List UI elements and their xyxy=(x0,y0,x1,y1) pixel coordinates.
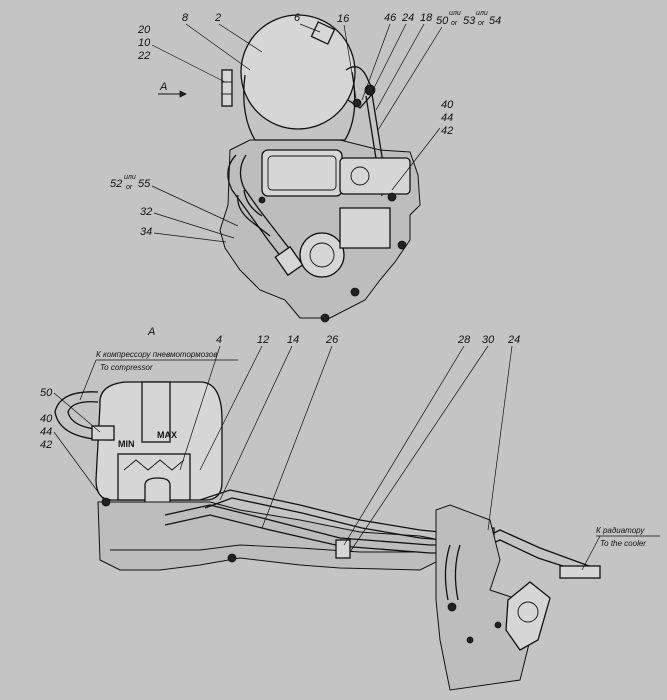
callout-16: 16 xyxy=(337,13,350,25)
cooler-label-en: To the cooler xyxy=(600,539,646,548)
callout-18: 18 xyxy=(420,12,433,24)
top-view-assembly xyxy=(219,14,421,323)
tank-strap xyxy=(243,71,356,141)
callout-4: 4 xyxy=(216,334,222,346)
or-en-3: or xyxy=(126,184,133,191)
callout-42-top: 42 xyxy=(441,125,453,137)
hose-52 xyxy=(237,194,271,237)
callout-53: 53 xyxy=(463,15,476,27)
min-mark: MIN xyxy=(118,439,135,449)
compressor-hose xyxy=(54,391,113,441)
callout-28: 28 xyxy=(457,334,471,346)
callout-32: 32 xyxy=(140,206,152,218)
down-hose xyxy=(444,544,451,601)
lower-hose xyxy=(227,154,286,263)
callout-26: 26 xyxy=(325,334,339,346)
callout-30: 30 xyxy=(482,334,495,346)
or-en-2: or xyxy=(478,20,485,27)
callout-55: 55 xyxy=(138,178,151,190)
callout-24: 24 xyxy=(401,12,414,24)
filler-cap xyxy=(310,21,336,45)
callout-10: 10 xyxy=(138,37,151,49)
view-a-title: A xyxy=(147,326,155,338)
compressor-label-en: To compressor xyxy=(100,363,153,372)
view-a-arrow-label: A xyxy=(159,81,167,93)
callout-44-a: 44 xyxy=(40,426,52,438)
bypass-pipe xyxy=(199,489,471,536)
valve-cover xyxy=(261,149,343,197)
callout-6: 6 xyxy=(294,12,301,24)
callout-14: 14 xyxy=(287,334,299,346)
callout-40-a: 40 xyxy=(40,413,53,425)
view-a-assembly: MAX MIN xyxy=(54,381,601,691)
compressor-label-ru: К компрессору пневмотормозов xyxy=(96,350,217,359)
tank-band xyxy=(141,381,171,443)
callout-22: 22 xyxy=(137,50,150,62)
strap-bolt xyxy=(221,69,233,107)
callout-40-top: 40 xyxy=(441,99,454,111)
engine-base xyxy=(97,501,441,571)
callout-50-a: 50 xyxy=(40,387,53,399)
water-pump xyxy=(299,232,345,278)
callout-2: 2 xyxy=(214,12,221,24)
callout-52: 52 xyxy=(110,178,122,190)
clamp xyxy=(335,539,351,559)
callout-42-a: 42 xyxy=(40,439,52,451)
callout-24-a: 24 xyxy=(507,334,520,346)
or-en-1: or xyxy=(451,20,458,27)
or-ru-2: или xyxy=(476,10,488,17)
callout-44-top: 44 xyxy=(441,112,453,124)
callout-50: 50 xyxy=(436,15,449,27)
callout-34: 34 xyxy=(140,226,152,238)
hose-clamp xyxy=(364,84,376,96)
callout-8: 8 xyxy=(182,12,189,24)
callout-12: 12 xyxy=(257,334,269,346)
cooler-label-ru: К радиатору xyxy=(596,526,645,535)
callout-20: 20 xyxy=(137,24,151,36)
or-ru-1: или xyxy=(449,10,461,17)
cooler-outlet xyxy=(559,565,601,579)
view-a-callouts: A К компрессору пневмотормозов To compre… xyxy=(40,326,660,571)
max-mark: MAX xyxy=(157,430,177,440)
expansion-tank xyxy=(240,14,356,130)
top-view-callouts: 20 10 22 8 2 6 16 46 24 18 50 или or 53 … xyxy=(110,10,501,243)
upper-pipe xyxy=(164,504,601,571)
callout-46: 46 xyxy=(384,12,397,24)
callout-54: 54 xyxy=(489,15,501,27)
outlet-elbow xyxy=(505,581,551,651)
or-ru-3: или xyxy=(124,174,136,181)
